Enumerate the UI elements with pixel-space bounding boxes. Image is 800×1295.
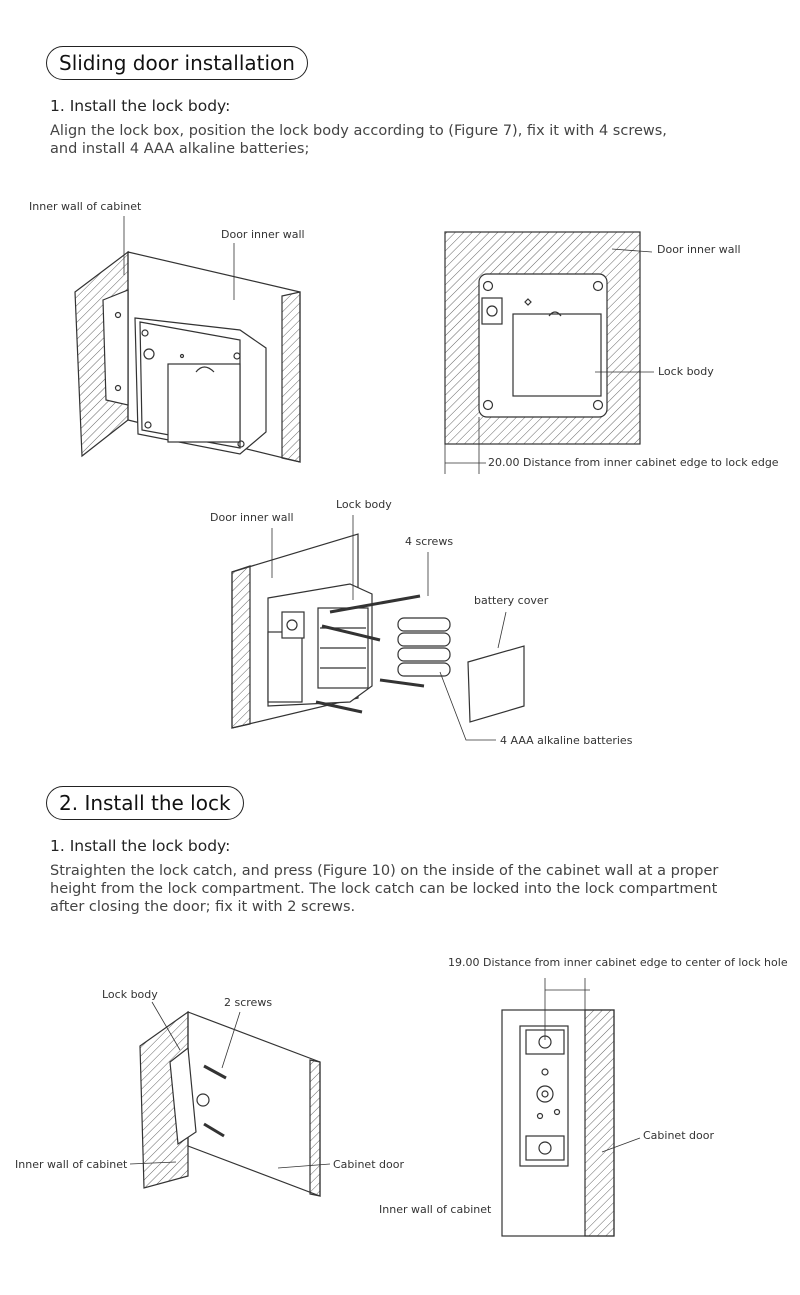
label-inner-wall: Inner wall of cabinet	[15, 1158, 128, 1171]
step-heading: 1. Install the lock body:	[50, 837, 231, 855]
step-heading: 1. Install the lock body:	[50, 97, 231, 115]
figure-lock-front-view	[444, 231, 654, 474]
figure-catch-front-view	[501, 978, 641, 1237]
instruction-text: Straighten the lock catch, and press (Fi…	[50, 862, 750, 916]
figure-catch-perspective	[129, 1001, 331, 1197]
label-inner-wall: Inner wall of cabinet	[379, 1203, 492, 1216]
label-door-inner-wall: Door inner wall	[657, 243, 741, 256]
figure-lock-mount-perspective	[74, 216, 301, 463]
instruction-line: Straighten the lock catch, and press (Fi…	[50, 863, 719, 879]
label-distance: 20.00 Distance from inner cabinet edge t…	[488, 456, 779, 469]
label-door-inner-wall: Door inner wall	[210, 511, 294, 524]
label-lock-body: Lock body	[336, 498, 392, 511]
label-cabinet-door: Cabinet door	[643, 1129, 714, 1142]
label-screws: 2 screws	[224, 996, 273, 1009]
instruction-text: Align the lock box, position the lock bo…	[50, 122, 750, 158]
section-title-install-lock: 2. Install the lock	[46, 786, 244, 820]
label-batteries: 4 AAA alkaline batteries	[500, 734, 633, 747]
label-lock-body: Lock body	[658, 365, 714, 378]
instruction-line: and install 4 AAA alkaline batteries;	[50, 141, 310, 157]
label-inner-wall: Inner wall of cabinet	[29, 200, 142, 213]
instruction-line: Align the lock box, position the lock bo…	[50, 123, 667, 139]
section-title-sliding-door: Sliding door installation	[46, 46, 308, 80]
figure-battery-exploded	[231, 515, 525, 741]
label-cabinet-door: Cabinet door	[333, 1158, 404, 1171]
label-battery-cover: battery cover	[474, 594, 549, 607]
instruction-line: height from the lock compartment. The lo…	[50, 881, 718, 897]
label-lock-body: Lock body	[102, 988, 158, 1001]
label-screws: 4 screws	[405, 535, 454, 548]
instruction-line: after closing the door; fix it with 2 sc…	[50, 899, 356, 915]
label-distance: 19.00 Distance from inner cabinet edge t…	[448, 956, 788, 969]
label-door-inner-wall: Door inner wall	[221, 228, 305, 241]
